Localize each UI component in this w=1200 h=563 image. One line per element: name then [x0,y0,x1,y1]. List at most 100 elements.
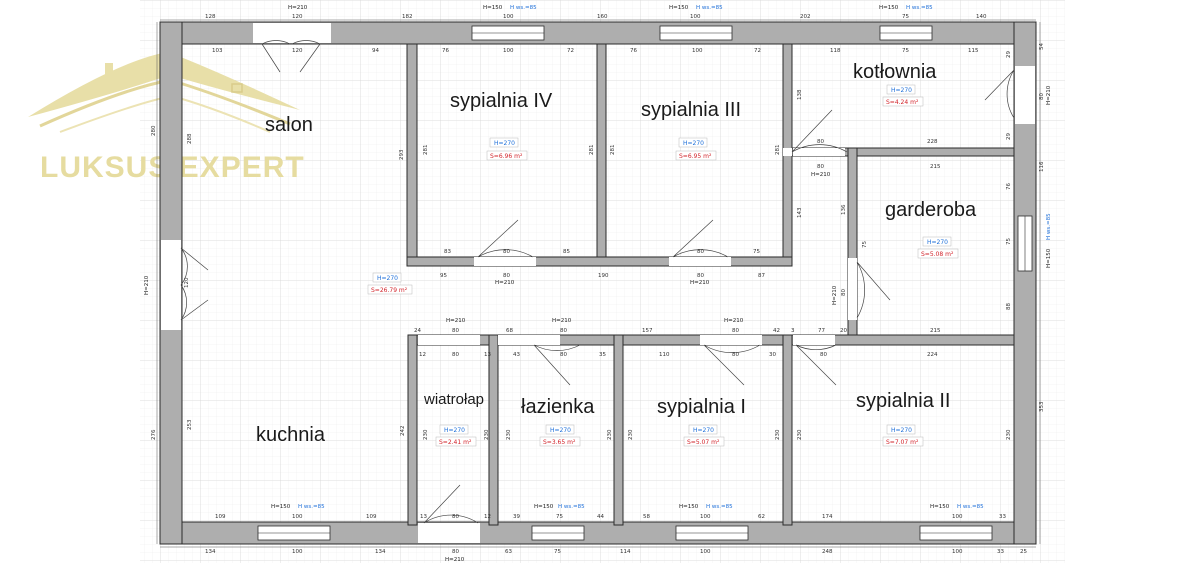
room-height: H=270 [891,87,912,94]
dim: 160 [597,14,608,20]
dim: 80 [817,139,824,145]
dim: 63 [505,549,512,555]
dim: 80 [503,273,510,279]
room-height: H=270 [891,427,912,434]
dim: 110 [659,352,670,358]
dim: 280 [151,125,157,136]
door-tag-kotlownia: H=210 [811,172,831,178]
dim: 248 [822,549,833,555]
dim: 75 [862,241,868,248]
dim: 100 [292,549,303,555]
dim: 109 [215,514,226,520]
room-tag-sypialnia-i: H=270 S=5.07 m² [683,424,725,447]
room-height: H=270 [693,427,714,434]
dim: 80 [1039,93,1045,100]
dim: 138 [797,89,803,100]
room-area: S=3.65 m² [543,439,576,446]
dim: 100 [503,14,514,20]
room-labels: salon sypialnia IV sypialnia III kotłown… [256,61,977,446]
wall-salon-s4 [406,43,418,267]
wall-bedrooms-bottom [406,256,793,267]
dim: 88 [1006,303,1012,310]
wall-right [1013,21,1037,545]
room-height: H=270 [444,427,465,434]
dim: 215 [930,164,941,170]
bedroom-bottom-dimensions: 83 80 85 80 75 95 80 190 80 87 [440,249,765,279]
wall-s1-s2 [782,334,793,526]
dim: 100 [952,514,963,520]
dim: 29 [1006,51,1012,58]
room-label-sypialnia-iii: sypialnia III [641,99,741,121]
dim: 128 [205,14,216,20]
room-tag-garderoba: H=270 S=5.08 m² [917,236,959,259]
dim: 77 [818,328,825,334]
room-label-garderoba: garderoba [885,199,977,221]
window-glass-lines [258,32,1026,534]
dim: 80 [560,328,567,334]
dim: 174 [822,514,833,520]
dim: 120 [184,277,190,288]
window-tags: H=150 H ws.=85 H=150 H ws.=85 H=150 H ws… [271,5,1052,510]
dim: 80 [732,328,739,334]
door-tag-wiatrolap: H=210 [446,318,466,324]
dim: 228 [927,139,938,145]
dim: 75 [902,48,909,54]
room-area: S=5.08 m² [921,251,954,258]
window-tag-right-1: H=150 [1046,248,1052,268]
door-tag-s3: H=210 [690,280,710,286]
dim: 114 [620,549,631,555]
dim: 76 [630,48,637,54]
dim: 281 [610,145,616,156]
window-tag-top-3: H=150 [879,5,899,11]
door-tag-right: H=210 [1046,85,1052,105]
dim: 80 [503,249,510,255]
dim: 75 [902,14,909,20]
dim: 134 [205,549,216,555]
wall-s4-s3 [596,43,607,267]
room-label-sypialnia-ii: sypialnia II [856,390,951,412]
room-label-sypialnia-i: sypialnia I [657,396,746,418]
corridor-top-dimensions: 24 80 68 80 157 80 42 3 77 20 [414,328,847,334]
window-tag-right-1-sill: H ws.=85 [1046,213,1052,240]
dim: 83 [444,249,451,255]
corridor-bottom-dimensions: 12 80 13 43 80 35 110 80 30 80 224 215 [419,328,941,358]
room-area: S=2.41 m² [439,439,472,446]
room-area: S=26.79 m² [371,287,408,294]
bottom-outer-dimensions: 134 100 134 80 63 75 114 100 248 100 33 … [205,549,1027,555]
window-tag-bottom-1-sill: H ws.=85 [298,504,325,510]
dim: 140 [976,14,987,20]
kotlownia-dimensions: 80 228 80 215 [817,139,941,170]
room-label-sypialnia-iv: sypialnia IV [450,90,553,112]
dim: 115 [968,48,979,54]
dim: 39 [513,514,520,520]
dim: 80 [452,514,459,520]
dim: 80 [697,273,704,279]
dim: 80 [697,249,704,255]
dim: 33 [997,549,1004,555]
dim: 281 [589,145,595,156]
dim: 120 [292,48,303,54]
room-height: H=270 [550,427,571,434]
walls [159,21,1037,545]
dim: 75 [556,514,563,520]
dim: 134 [375,549,386,555]
dim: 33 [999,514,1006,520]
dim: 230 [506,429,512,440]
dim: 3 [791,328,795,334]
dim: 230 [484,429,490,440]
dim: 120 [292,14,303,20]
window-tag-top-1-sill: H ws.=85 [510,5,537,11]
window-tag-top-3-sill: H ws.=85 [906,5,933,11]
room-area: S=4.24 m² [886,99,919,106]
dim: 157 [642,328,653,334]
room-area: S=6.96 m² [490,153,523,160]
dim: 72 [754,48,761,54]
door-openings [161,23,1035,543]
dim: 281 [775,145,781,156]
dim: 230 [1006,429,1012,440]
dim: 42 [773,328,780,334]
dim: 75 [753,249,760,255]
door-tag-left: H=210 [144,275,150,295]
room-area: S=6.95 m² [679,153,712,160]
dim: 100 [700,514,711,520]
